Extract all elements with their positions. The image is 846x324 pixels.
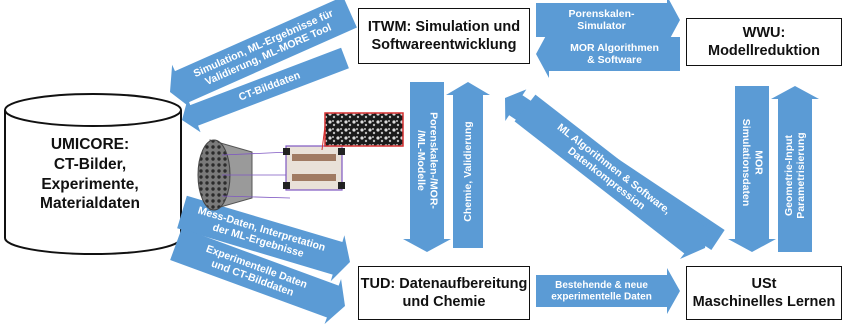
umicore-label-line: CT-Bilder,: [53, 155, 127, 173]
itwm-box: ITWM: Simulation und Softwareentwicklung: [358, 8, 530, 64]
arrow-label-line: MOR Algorithmen: [570, 42, 659, 54]
arrow-label-line: Simulationsdaten: [740, 119, 752, 207]
arrow-body: [446, 82, 490, 248]
arrow-label-line: MOR: [752, 150, 764, 175]
database-cylinder: [4, 93, 182, 255]
arrow-body: [514, 94, 710, 259]
arrow-label-line: experimentelle Daten: [551, 291, 652, 302]
tud-box-line: und Chemie: [402, 294, 486, 310]
arrow-label-line: Porenskalen-/MOR-: [427, 112, 439, 209]
arrow-body: [177, 195, 350, 282]
umicore-label-line: Materialdaten: [40, 195, 140, 213]
arrow-chem-validation: Chemie, Validierung: [446, 82, 490, 248]
arrow-body: [170, 228, 345, 324]
arrow-label-line: ML Algorithmen & Software,: [555, 121, 673, 216]
catalyst-ct-illustration: [197, 112, 404, 211]
arrow-ml-algorithms: ML Algorithmen & Software,Datenkompressi…: [514, 94, 710, 259]
arrow-body: [536, 268, 680, 314]
arrow-body: [536, 0, 680, 44]
arrow-label-line: Chemie, Validierung: [462, 121, 474, 221]
itwm-box-line: Softwareentwicklung: [371, 37, 517, 53]
umicore-label: UMICORE: CT-Bilder, Experimente, Materia…: [0, 135, 180, 214]
arrow-body: [403, 82, 451, 252]
arrow-body: [536, 30, 680, 78]
arrow-label-line: & Software: [587, 54, 642, 66]
tud-box: TUD: Datenaufbereitung und Chemie: [358, 266, 530, 320]
arrow-pore-simulator: Porenskalen-Simulator: [536, 0, 680, 44]
umicore-label-line: UMICORE:: [50, 136, 130, 153]
wwu-box: WWU: Modellreduktion: [686, 18, 842, 66]
arrow-body: [771, 86, 819, 252]
wwu-box-line: WWU: Modellreduktion: [708, 24, 820, 59]
arrow-label-line: Bestehende & neue: [555, 280, 648, 291]
ust-box-line: Maschinelles Lernen: [692, 294, 836, 310]
itwm-box-line: ITWM: Simulation und: [367, 18, 521, 35]
arrow-body: [728, 86, 776, 252]
ust-box-line: USt: [751, 275, 777, 292]
arrow-label-line: Porenskalen-: [569, 8, 635, 20]
arrow-label-line: Parametrisierung: [795, 132, 807, 218]
arrow-body: [170, 0, 357, 109]
arrow-label-line: Geometrie-Input: [783, 134, 795, 216]
arrow-label-line: /ML-Modelle: [415, 130, 427, 191]
tud-box-line: TUD: Datenaufbereitung: [360, 275, 528, 292]
arrow-body: [181, 47, 349, 133]
arrow-mor-algorithms: MOR Algorithmen& Software: [536, 30, 680, 78]
ust-box: USt Maschinelles Lernen: [686, 266, 842, 320]
arrow-pore-mor-models: Porenskalen-/MOR-/ML-Modelle: [403, 82, 451, 252]
arrow-label-line: Simulator: [577, 20, 625, 32]
umicore-label-line: Experimente,: [41, 175, 139, 193]
